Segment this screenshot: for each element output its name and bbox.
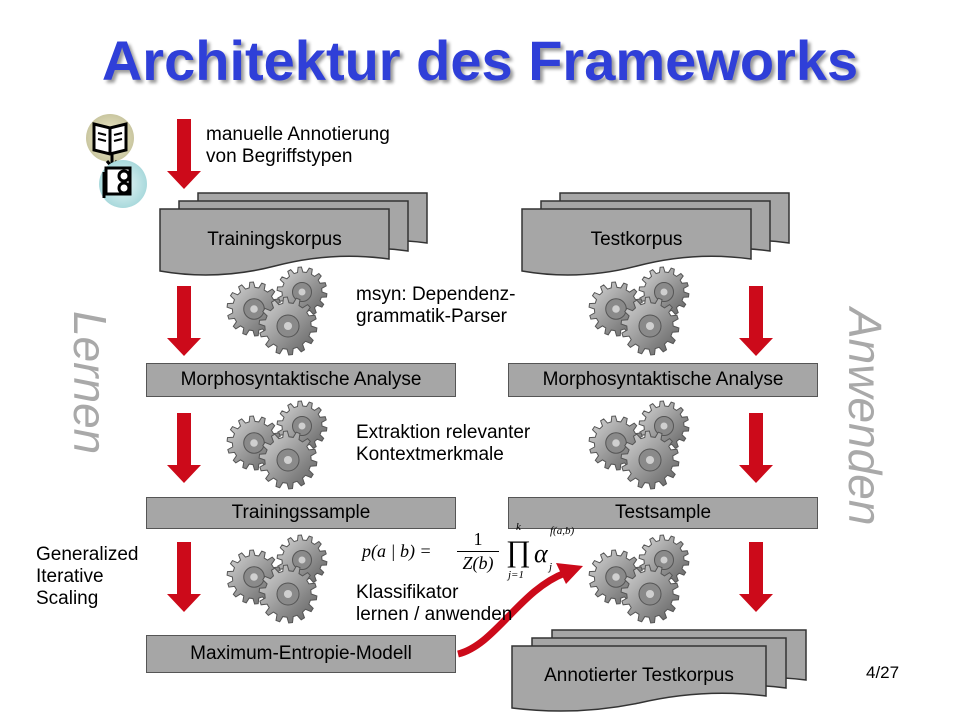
gears-icon: [226, 534, 328, 624]
analysis-box-left: Morphosyntaktische Analyse: [146, 363, 456, 397]
gears-icon: [588, 266, 690, 356]
annotation-extraction: Extraktion relevanter Kontextmerkmale: [356, 422, 530, 466]
trainingskorpus-label: Trainingskorpus: [207, 229, 342, 250]
annotierter-testkorpus-label: Annotierter Testkorpus: [544, 665, 734, 686]
annotation-classifier-line1: Klassifikator: [356, 582, 459, 603]
label-anwenden: Anwenden: [839, 308, 891, 526]
annotation-classifier: Klassifikator lernen / anwenden: [356, 582, 512, 626]
trainingssample-box: Trainingssample: [146, 497, 456, 529]
testkorpus-stack: [521, 192, 790, 276]
annotation-classifier-line2: lernen / anwenden: [356, 604, 513, 625]
gears-icon: [588, 534, 690, 624]
annotierter-testkorpus-stack: [511, 629, 807, 712]
slide-title: Architektur des Frameworks: [101, 29, 859, 92]
book-icon: [86, 114, 134, 170]
arrow-down: [167, 413, 201, 483]
annotation-gis-line2: Iterative: [36, 566, 104, 587]
trainingskorpus-stack: [159, 192, 428, 276]
page-number: 4/27: [866, 663, 900, 682]
arrow-down: [167, 286, 201, 356]
maxent-formula: p(a | b) = 1 Z(b) ∏ k j=1 α f(a,b) j: [362, 521, 575, 581]
arrow-down: [739, 286, 773, 356]
annotation-extraction-line1: Extraktion relevanter: [356, 422, 531, 443]
analysis-box-right: Morphosyntaktische Analyse: [508, 363, 818, 397]
annotation-msyn-line1: msyn: Dependenz-: [356, 284, 516, 305]
annotation-manual: manuelle Annotierung von Begriffstypen: [206, 124, 390, 168]
arrow-down: [167, 542, 201, 612]
testkorpus-label: Testkorpus: [590, 229, 683, 250]
annotation-msyn: msyn: Dependenz- grammatik-Parser: [356, 284, 515, 328]
annotation-gis-line1: Generalized: [36, 544, 139, 565]
arrow-down: [739, 413, 773, 483]
gears-icon: [588, 400, 690, 490]
label-lernen: Lernen: [64, 311, 116, 455]
annotation-gis: Generalized Iterative Scaling: [36, 544, 138, 610]
annotation-gis-line3: Scaling: [36, 588, 99, 609]
arrow-down: [167, 119, 201, 189]
arrow-down: [739, 542, 773, 612]
formula-denominator: Z(b): [462, 553, 494, 573]
annotation-msyn-line2: grammatik-Parser: [356, 306, 507, 327]
formula-alpha: α: [534, 539, 548, 568]
annotation-manual-line1: manuelle Annotierung: [206, 124, 390, 145]
formula-prod-lower: j=1: [508, 569, 524, 581]
gears-icon: [226, 266, 328, 356]
annotation-extraction-line2: Kontextmerkmale: [356, 444, 504, 465]
formula-exponent: f(a,b): [550, 525, 575, 537]
curved-arrow: [456, 563, 583, 658]
robot-icon: [99, 160, 147, 208]
formula-prod-upper: k: [516, 521, 521, 533]
formula-numerator: 1: [473, 529, 483, 549]
gears-icon: [226, 400, 328, 490]
annotation-manual-line2: von Begriffstypen: [206, 146, 353, 167]
formula-subscript: j: [549, 561, 553, 573]
maxent-model-box: Maximum-Entropie-Modell: [146, 635, 456, 673]
testsample-box: Testsample: [508, 497, 818, 529]
formula-lhs: p(a | b) =: [362, 541, 432, 561]
